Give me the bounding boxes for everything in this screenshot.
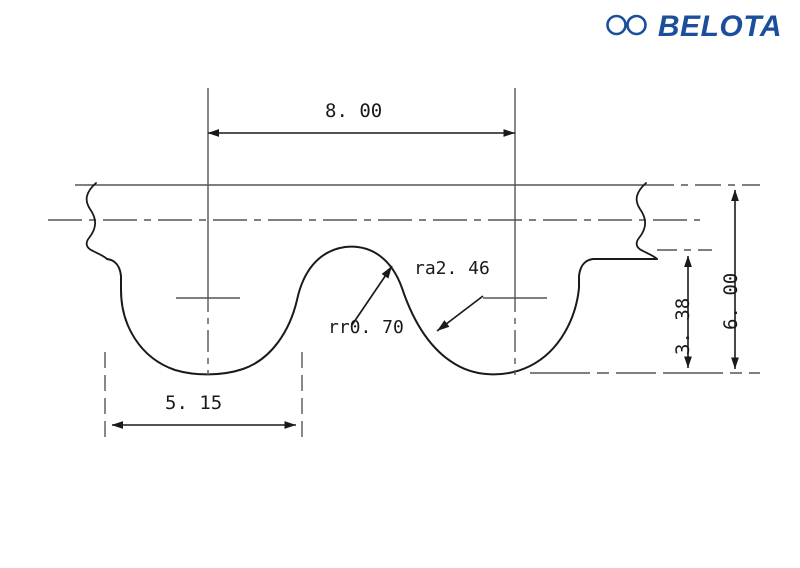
right-extension-lines bbox=[530, 184, 760, 374]
break-line-right bbox=[635, 182, 658, 260]
break-line-left bbox=[85, 182, 108, 260]
leader-ra bbox=[436, 295, 484, 332]
note-label-rr: rr0. 70 bbox=[328, 317, 404, 338]
dimension-root-width-5-15 bbox=[104, 352, 303, 440]
logo-wordmark: BELOTA bbox=[657, 10, 782, 43]
leader-rr bbox=[351, 265, 393, 326]
dimension-label-belt-thickness: 6. 00 bbox=[720, 272, 742, 330]
root-center-lines bbox=[176, 88, 547, 375]
tooth-profile-outline bbox=[106, 245, 658, 376]
infinity-icon bbox=[605, 13, 649, 41]
belota-logo: BELOTA bbox=[605, 12, 782, 42]
dimension-label-tooth-height: 3. 38 bbox=[672, 297, 694, 355]
dimension-label-root-width: 5. 15 bbox=[165, 392, 223, 414]
dimension-label-pitch: 8. 00 bbox=[325, 100, 383, 122]
note-label-ra: ra2. 46 bbox=[414, 258, 490, 279]
